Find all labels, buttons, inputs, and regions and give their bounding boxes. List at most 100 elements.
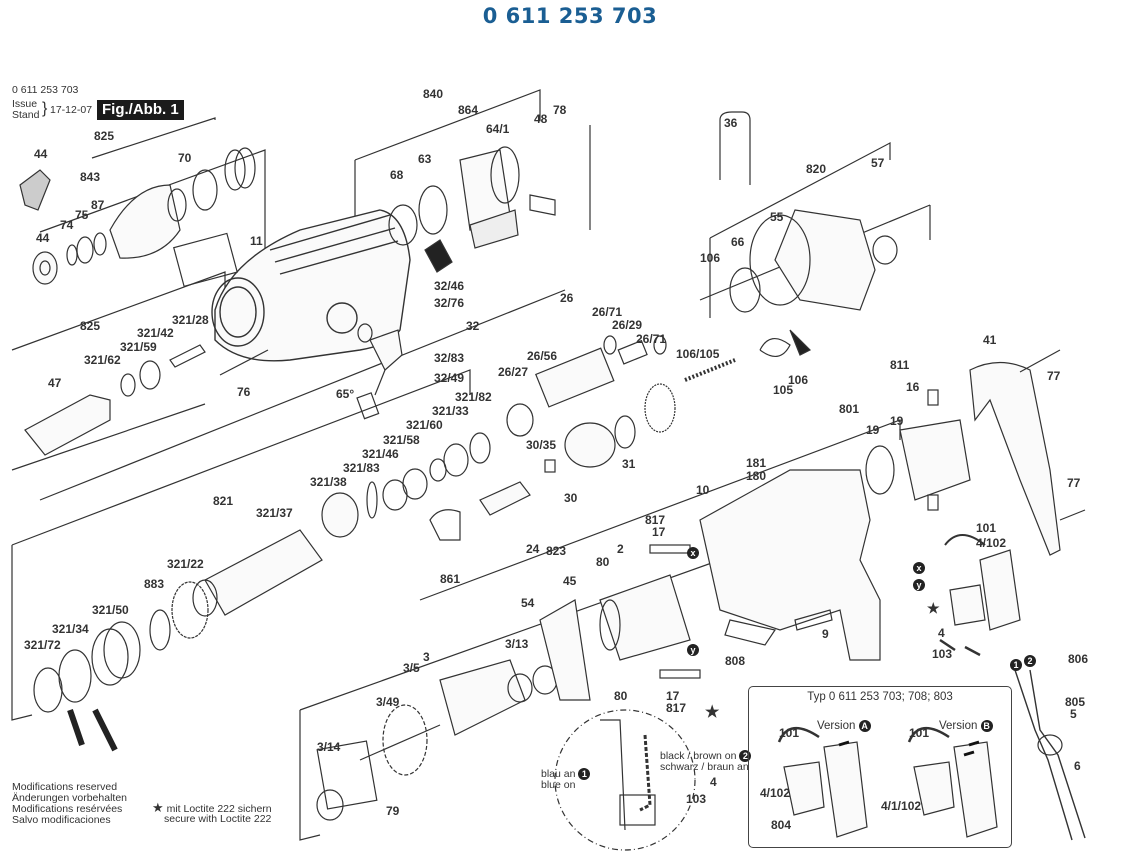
assembly-brackets xyxy=(11,89,931,841)
part-callout: 321/62 xyxy=(84,353,121,367)
part-callout: 843 xyxy=(80,170,101,184)
part-callout: 825 xyxy=(80,319,101,333)
part-callout: 821 xyxy=(213,494,234,508)
issue-date: 17-12-07 xyxy=(50,104,93,116)
part-callout: 57 xyxy=(871,156,885,170)
detail-circle xyxy=(554,709,696,851)
part-callout: 321/72 xyxy=(24,638,61,652)
part-callout: 31 xyxy=(622,457,636,471)
part-callout: 32/46 xyxy=(434,279,465,293)
part-callout: 10 xyxy=(696,483,710,497)
part-callout: 105 xyxy=(773,383,794,397)
part-callout: 4 xyxy=(938,626,945,640)
part-callout: 11 xyxy=(250,234,263,248)
note-blue-en: blue on xyxy=(541,779,576,791)
part-callout: 32/49 xyxy=(434,371,465,385)
part-callout: 321/82 xyxy=(455,390,492,404)
part-callout: 26/56 xyxy=(527,349,558,363)
part-callout: 78 xyxy=(553,103,567,117)
part-callout: 80 xyxy=(596,555,610,569)
part-callout: 3/14 xyxy=(317,740,341,754)
version-b-label: Version B xyxy=(939,720,993,732)
part-callout: 2 xyxy=(617,542,624,556)
part-callout: 321/58 xyxy=(383,433,420,447)
part-callout: 9 xyxy=(822,627,829,641)
note-blue-de: blau an 1 xyxy=(541,768,591,780)
footer-loctite-en: secure with Loctite 222 xyxy=(164,813,272,825)
part-number: 0 611 253 703 xyxy=(12,84,79,96)
brace: } xyxy=(42,100,48,117)
stand-label: Stand xyxy=(12,109,40,121)
part-callout: 5 xyxy=(1070,707,1077,721)
part-callout: 817 xyxy=(645,513,666,527)
part-callout: 19 xyxy=(890,414,904,428)
part-callout: 77 xyxy=(1047,369,1061,383)
part-callout: 48 xyxy=(534,112,548,126)
note-black-de: schwarz / braun an xyxy=(660,761,749,773)
part-callout: 80 xyxy=(614,689,628,703)
footer-mods-de: Änderungen vorbehalten xyxy=(12,792,128,804)
part-callout: 181 xyxy=(746,456,767,470)
detail-ref-4: 4 xyxy=(710,775,717,789)
hammer-housing xyxy=(211,209,411,362)
impact-parts xyxy=(33,432,531,752)
part-callout: 3/13 xyxy=(505,637,529,651)
part-callout: 321/50 xyxy=(92,603,129,617)
part-callout: 70 xyxy=(178,151,192,165)
part-callout: 801 xyxy=(839,402,860,416)
part-callout: 66 xyxy=(731,235,745,249)
selector-knob xyxy=(356,323,403,420)
armature xyxy=(316,659,558,821)
intermediate-shaft-parts xyxy=(506,335,676,473)
variant-b-101: 101 xyxy=(909,726,930,740)
part-callout: 825 xyxy=(94,129,115,143)
part-callout: 321/42 xyxy=(137,326,174,340)
part-callout: 30 xyxy=(564,491,578,505)
part-callout: 106/105 xyxy=(676,347,720,361)
part-callout: 321/34 xyxy=(52,622,89,636)
part-callout: 63 xyxy=(418,152,432,166)
part-callout: 26/71 xyxy=(636,332,667,346)
switch-variant-art xyxy=(777,727,998,838)
part-callout: 321/59 xyxy=(120,340,157,354)
part-callout: 47 xyxy=(48,376,62,390)
part-callout: 26/29 xyxy=(612,318,643,332)
part-callout: 87 xyxy=(91,198,105,212)
variant-b-4-1-102: 4/1/102 xyxy=(881,799,922,813)
part-callout: 44 xyxy=(36,231,50,245)
part-callout: 883 xyxy=(144,577,165,591)
marker-1-icon: 1 xyxy=(1010,658,1022,671)
part-callout: 820 xyxy=(806,162,827,176)
part-callout: 811 xyxy=(890,358,910,372)
footer-mods-en: Modifications reserved xyxy=(12,781,118,793)
part-callout: 79 xyxy=(386,804,400,818)
part-callout: 65° xyxy=(336,387,355,401)
part-callout: 101 xyxy=(976,521,997,535)
footer-loctite-de: ★ mit Loctite 222 sichern xyxy=(152,800,272,815)
part-callout: 321/46 xyxy=(362,447,399,461)
part-callout: 321/38 xyxy=(310,475,347,489)
motor-housing xyxy=(539,469,881,701)
part-callout: 77 xyxy=(1067,476,1081,490)
part-callout: 24 xyxy=(526,542,540,556)
variant-a-804: 804 xyxy=(771,818,792,832)
part-callout: 823 xyxy=(546,544,567,558)
part-callout: 64/1 xyxy=(486,122,510,136)
marker-x-icon: x xyxy=(913,561,925,574)
part-callout: 321/83 xyxy=(343,461,380,475)
variant-title: Typ 0 611 253 703; 708; 803 xyxy=(807,691,953,703)
part-callout: 106 xyxy=(700,251,721,265)
part-callout: 45 xyxy=(563,574,577,588)
part-callout: 817 xyxy=(666,701,687,715)
part-callout: 17 xyxy=(666,689,680,703)
part-callout: 32 xyxy=(466,319,480,333)
part-callout: 861 xyxy=(440,572,461,586)
part-callout: 26 xyxy=(560,291,574,305)
figure-badge: Fig./Abb. 1 xyxy=(97,100,184,120)
part-callout: 68 xyxy=(390,168,404,182)
version-a-label: Version A xyxy=(817,720,871,732)
part-callout: 180 xyxy=(746,469,767,483)
part-callout: 3/49 xyxy=(376,695,400,709)
chuck-parts xyxy=(19,147,256,288)
